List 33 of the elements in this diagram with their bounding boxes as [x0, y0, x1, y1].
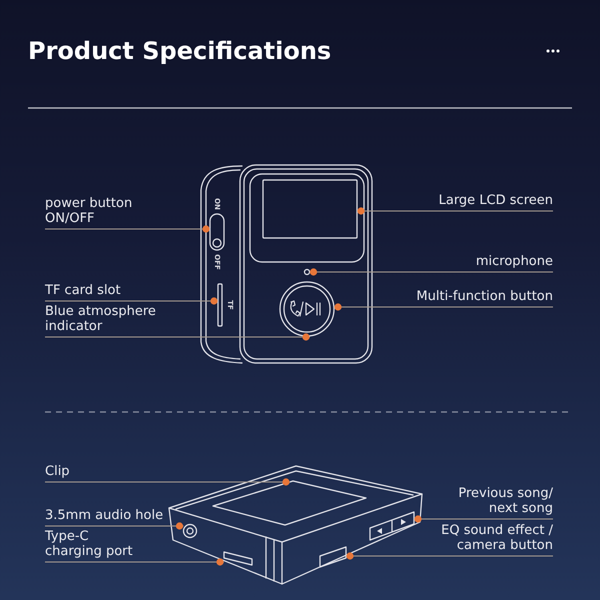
charging-port: [223, 551, 253, 566]
lcd-screen: [262, 179, 358, 239]
leader-line: [45, 225, 210, 233]
leader-line: [334, 303, 553, 311]
callout-label: Previous song/ next song: [457, 486, 553, 519]
callout-label: Type-C charging port: [45, 529, 134, 562]
leader-line: [357, 207, 553, 215]
callout-label: TF card slot: [45, 283, 121, 301]
leader-line: [45, 478, 290, 486]
side-button: [319, 546, 347, 568]
callout-label: Blue atmosphere indicator: [45, 304, 157, 337]
page-title: Product Specifications: [28, 37, 332, 65]
clip: [212, 480, 367, 526]
leader-line: [346, 552, 553, 560]
callout-label: Clip: [45, 464, 70, 482]
callout-label: EQ sound effect / camera button: [440, 523, 553, 556]
leader-line: [310, 268, 553, 276]
track-buttons: [369, 511, 415, 541]
callout-label: 3.5mm audio hole: [45, 508, 164, 526]
card-slot: [217, 283, 223, 327]
leader-line: [45, 522, 184, 530]
power-switch: [209, 213, 225, 251]
callout-label: Large LCD screen: [438, 193, 553, 211]
leader-line: [45, 297, 218, 305]
callout-label: microphone: [476, 254, 553, 272]
round-button: [279, 281, 335, 337]
leader-line: [45, 333, 310, 341]
callout-label: Multi-function button: [416, 289, 553, 307]
leader-line: [414, 515, 553, 523]
audio-jack: [182, 524, 198, 538]
microphone-hole: [304, 268, 310, 276]
callout-label: power button ON/OFF: [45, 196, 134, 229]
leader-line: [45, 558, 224, 566]
